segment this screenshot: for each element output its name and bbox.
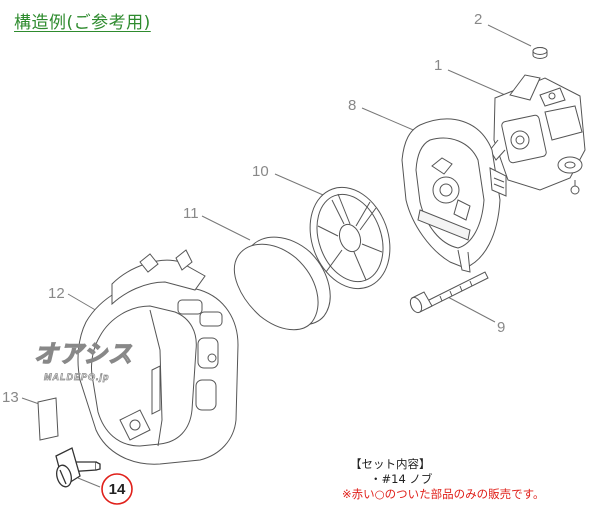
part-number-1: 1 — [434, 57, 442, 74]
part-14-knob — [55, 447, 101, 488]
leader-11 — [201, 215, 251, 241]
leader-14 — [77, 477, 101, 488]
leader-10 — [274, 173, 331, 199]
part-10-filter-cage — [309, 186, 391, 290]
part-number-14: 14 — [109, 481, 126, 498]
part-8-base — [401, 118, 507, 273]
leader-8 — [361, 107, 419, 133]
leader-lines — [21, 24, 532, 488]
part-numbers: 2 1 8 10 11 12 13 9 14 — [2, 11, 505, 505]
part-13-label — [37, 397, 59, 441]
part-11-filter-element — [233, 236, 331, 331]
watermark-site: MALDEPO.jp — [44, 372, 110, 382]
part-number-9: 9 — [497, 319, 505, 336]
page-title: 構造例(ご参考用) — [14, 13, 151, 33]
part-1-carburetor — [489, 74, 586, 195]
part-9-bolt — [409, 271, 489, 314]
part-number-2: 2 — [474, 11, 482, 28]
watermark: オアシス MALDEPO.jp — [33, 340, 133, 382]
leader-1 — [447, 69, 513, 99]
part-12-cover — [77, 249, 239, 465]
part-number-13: 13 — [2, 389, 19, 406]
sale-note: ※赤い○のついた部品のみの販売です。 — [342, 487, 545, 501]
leader-9 — [445, 295, 496, 323]
set-contents: 【セット内容】 ・#14 ノブ ※赤い○のついた部品のみの販売です。 — [342, 457, 545, 502]
set-contents-heading: 【セット内容】 — [350, 457, 431, 471]
part-number-8: 8 — [348, 97, 356, 114]
part-number-10: 10 — [252, 163, 269, 180]
part-number-11: 11 — [183, 205, 199, 222]
leader-2 — [487, 24, 532, 47]
set-contents-item: ・#14 ノブ — [370, 472, 433, 486]
highlight-circle-14 — [101, 473, 133, 505]
watermark-logo: オアシス — [34, 341, 133, 368]
part-2-cap — [532, 47, 548, 59]
part-number-12: 12 — [48, 285, 65, 302]
